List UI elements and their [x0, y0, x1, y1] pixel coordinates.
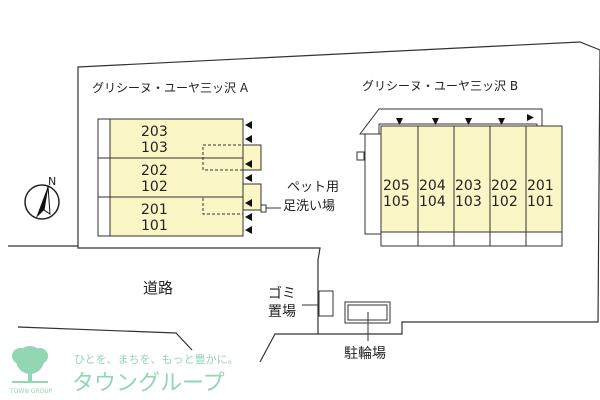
entrance-arrow-icon	[396, 118, 403, 125]
tree-trunk-icon	[28, 368, 32, 382]
building-a-unit-entry	[97, 118, 111, 159]
north-compass: N	[24, 175, 60, 220]
building-a-unit-entry	[97, 157, 111, 198]
entrance-arrow-icon	[245, 199, 252, 207]
pet-wash-label: 足洗い場	[283, 199, 335, 214]
entrance-arrow-icon	[432, 118, 439, 125]
bicycle-label: 駐輪場	[344, 345, 386, 362]
unit-number: 201	[141, 202, 168, 218]
tree-logo-icon	[12, 348, 28, 364]
unit-number: 101	[527, 194, 554, 210]
unit-number: 205	[383, 178, 410, 194]
pet-wash-label: ペット用	[287, 180, 339, 195]
road-edge-right	[259, 333, 318, 363]
unit-number: 104	[419, 194, 446, 210]
building-b-name: グリシーヌ・ユーヤ三ッ沢 B	[362, 79, 518, 93]
road-label: 道路	[143, 279, 173, 297]
watermark-tagline: ひとを、まちを、もっと豊かに。	[74, 353, 239, 366]
garbage-label: 置場	[268, 304, 296, 320]
north-label: N	[48, 175, 56, 188]
unit-number: 103	[455, 194, 482, 210]
entrance-arrow-icon	[498, 118, 505, 125]
entrance-arrow-icon	[245, 160, 252, 168]
dashed-outline	[202, 196, 244, 215]
entrance-arrow-icon	[465, 118, 472, 125]
garbage-label: ゴミ	[268, 285, 296, 302]
building-b-corridor-left	[364, 133, 382, 235]
pet-wash-marker	[260, 204, 267, 213]
garbage-area	[318, 290, 334, 317]
road-corner	[17, 326, 193, 351]
unit-number: 203	[141, 124, 168, 140]
unit-number: 204	[419, 178, 446, 194]
unit-number: 105	[383, 194, 410, 210]
building-a-unit	[97, 157, 244, 198]
watermark-brand: タウングループ	[72, 371, 225, 396]
building-b: 205 105 204 104 203 103 202 102 201 101	[356, 108, 563, 247]
unit-number: 102	[141, 179, 168, 195]
unit-number: 202	[491, 178, 518, 194]
building-a-name: グリシーヌ・ユーヤ三ッ沢 A	[92, 81, 249, 95]
building-b-unit	[525, 125, 563, 233]
tree-logo-icon	[32, 348, 48, 364]
building-b-stair	[356, 151, 365, 161]
building-a-unit	[97, 118, 244, 159]
entrance-arrow-icon	[245, 226, 252, 234]
tree-ground-icon	[12, 381, 48, 383]
building-a: 203 103 202 102 201 101	[97, 118, 267, 237]
dashed-outline	[202, 144, 244, 171]
building-a-unit-entry	[97, 196, 111, 237]
entrance-arrow-icon	[245, 121, 252, 129]
unit-number: 201	[527, 178, 554, 194]
building-b-unit	[453, 125, 491, 233]
compass-needle-icon	[36, 186, 48, 218]
building-a-unit	[97, 196, 244, 237]
building-b-balcony	[380, 231, 563, 247]
entrance-arrow-icon	[245, 174, 252, 182]
watermark: TOWN GROUP ひとを、まちを、もっと豊かに。 タウングループ	[9, 346, 239, 396]
entrance-arrow-icon	[527, 114, 534, 121]
unit-number: 202	[141, 163, 168, 179]
entrance-arrow-icon	[245, 135, 252, 143]
unit-number: 103	[141, 140, 168, 156]
entrance-arrow-icon	[245, 213, 252, 221]
compass-needle-half-icon	[43, 185, 51, 215]
building-b-unit	[380, 125, 419, 233]
unit-number: 102	[491, 194, 518, 210]
watermark-logo-text: TOWN GROUP	[9, 388, 53, 395]
unit-number: 101	[141, 218, 168, 234]
unit-number: 203	[455, 178, 482, 194]
